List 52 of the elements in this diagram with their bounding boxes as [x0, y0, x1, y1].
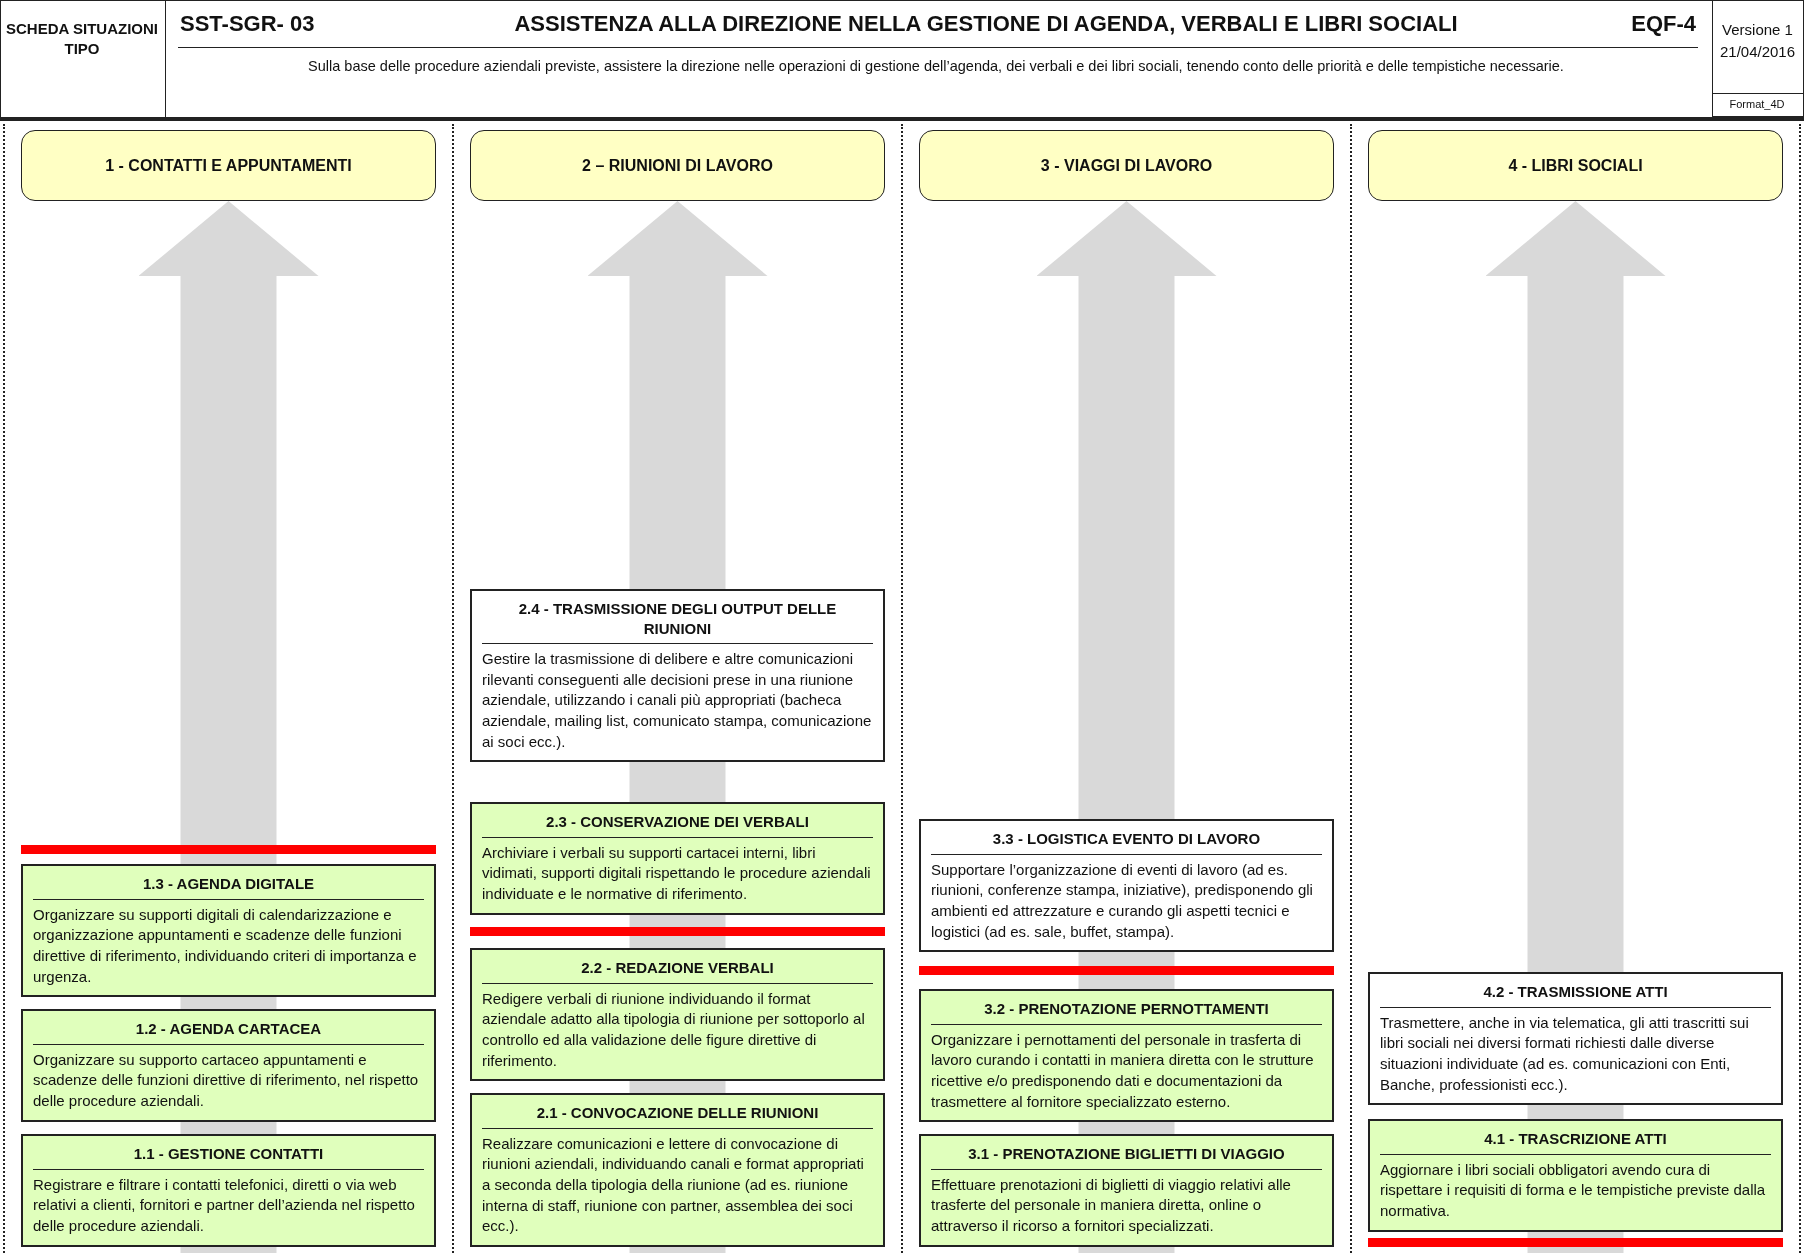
box-heading: 2.3 - CONSERVAZIONE DEI VERBALI [482, 810, 873, 838]
box-heading: 3.2 - PRENOTAZIONE PERNOTTAMENTI [931, 997, 1322, 1025]
activity-box [470, 1093, 885, 1247]
column-header: 4 - LIBRI SOCIALI [1368, 130, 1783, 201]
box-heading: 2.1 - CONVOCAZIONE DELLE RIUNIONI [482, 1101, 873, 1129]
box-body: Trasmettere, anche in via telematica, gli atti trascritti sui libri sociali nei diversi formati richiesti dalle diverse situazioni individuate (ad es. comunicazioni con Enti, Banche, professionisti ecc.). [1380, 1012, 1750, 1095]
box-body: Redigere verbali di riunione individuando il format aziendale adatto alla tipologia di riunione per sottoporlo al controllo ed alla validazione delle figure direttive di riferimento. [482, 988, 866, 1071]
subtitle-text: Sulla base delle procedure aziendali previste, assistere la direzione nelle operazioni di gestione dell’agenda, dei verbali e dei libri sociali, tenendo conto delle priorità e delle tempistiche necessarie. [307, 57, 1565, 76]
box-heading: 4.1 - TRASCRIZIONE ATTI [1380, 1127, 1771, 1155]
column-header: 2 – RIUNIONI DI LAVORO [470, 130, 885, 201]
box-body: Archiviare i verbali su supporti cartacei interni, libri vidimati, supporti digitali rispettando le procedure aziendali individuate e le normative di riferimento. [482, 842, 872, 904]
box-body: Gestire la trasmissione di delibere e altre comunicazioni rilevanti conseguenti alle decisioni prese in una riunione aziendale, utilizzando i canali più appropriati (bacheca aziendale, mailing list, comunicato stampa, comunicazione ai soci ecc.). [482, 649, 873, 752]
date-label: 21/04/2016 [1718, 43, 1797, 60]
box-body: Realizzare comunicazioni e lettere di convocazione di riunioni aziendali, individuando canali e format appropriati a seconda della tipologia della riunione (ad es. riunione interna di staff, riunione con partner, assemblea dei soci ecc.). [482, 1133, 865, 1237]
activity-box [470, 948, 885, 1082]
box-heading: 3.1 - PRENOTAZIONE BIGLIETTI DI VIAGGIO [931, 1142, 1322, 1170]
box-body: Supportare l’organizzazione di eventi di lavoro (ad es. riunioni, conferenze stampa, iniziative), predisponendo gli ambienti ed attrezzature e curando gli aspetti tecnici e logistici (ad es. sale, buffet, stampa). [931, 859, 1314, 942]
level-label: EQF-4 [1630, 11, 1696, 37]
activity-box [21, 1134, 436, 1247]
box-body: Organizzare su supporto cartaceo appuntamenti e scadenze delle funzioni direttive di riferimento, nel rispetto delle procedure aziendali. [33, 1049, 420, 1111]
activity-box [1368, 1119, 1783, 1232]
arrow [1485, 201, 1666, 972]
arrow [587, 201, 768, 589]
title-text: ASSISTENZA ALLA DIREZIONE NELLA GESTIONE DI AGENDA, VERBALI E LIBRI SOCIALI [513, 11, 1459, 37]
activity-box [21, 864, 436, 998]
box-body: Organizzare su supporti digitali di calendarizzazione e organizzazione appuntamenti e scadenze delle funzioni direttive di riferimento, individuando criteri di importanza e urgenza. [33, 904, 418, 987]
box-heading: 1.3 - AGENDA DIGITALE [33, 872, 424, 900]
arrow [1036, 201, 1217, 819]
form-type-label: SCHEDA SITUAZIONI TIPO [5, 19, 159, 60]
box-heading: 2.4 - TRASMISSIONE DEGLI OUTPUT DELLE RIUNIONI [482, 597, 873, 644]
activity-box [21, 1009, 436, 1122]
activity-box [919, 1134, 1334, 1247]
box-body: Effettuare prenotazioni di biglietti di viaggio relativi alle trasferte del personale in maniera diretta, online o attraverso il ricorso a fornitori specializzati. [931, 1174, 1292, 1236]
box-body: Organizzare i pernottamenti del personale in trasferta di lavoro curando i contatti in maniera diretta con le strutture ricettive e/o predisponendo dati e documentazioni da trasmettere al fornitore specializzato esterno. [931, 1029, 1315, 1112]
box-body: Registrare e filtrare i contatti telefonici, diretti o via web relativi a clienti, fornitori e partner dell’azienda nel rispetto delle procedure aziendali. [33, 1174, 416, 1236]
activity-box [470, 589, 885, 763]
column-header: 3 - VIAGGI DI LAVORO [919, 130, 1334, 201]
column-header: 1 - CONTATTI E APPUNTAMENTI [21, 130, 436, 201]
box-heading: 1.2 - AGENDA CARTACEA [33, 1017, 424, 1045]
activity-box [470, 802, 885, 915]
code-label: SST-SGR- 03 [180, 11, 316, 37]
activity-box [919, 819, 1334, 953]
box-heading: 3.3 - LOGISTICA EVENTO DI LAVORO [931, 827, 1322, 855]
box-heading: 2.2 - REDAZIONE VERBALI [482, 956, 873, 984]
activity-box [919, 989, 1334, 1123]
arrow [138, 201, 319, 864]
box-heading: 1.1 - GESTIONE CONTATTI [33, 1142, 424, 1170]
format-label: Format_4D [1728, 98, 1786, 110]
version-label: Versione 1 [1721, 21, 1794, 38]
activity-box [1368, 972, 1783, 1106]
box-heading: 4.2 - TRASMISSIONE ATTI [1380, 980, 1771, 1008]
box-body: Aggiornare i libri sociali obbligatori avendo cura di rispettare i requisiti di forma e le tempistiche previste dalla normativa. [1380, 1159, 1767, 1221]
